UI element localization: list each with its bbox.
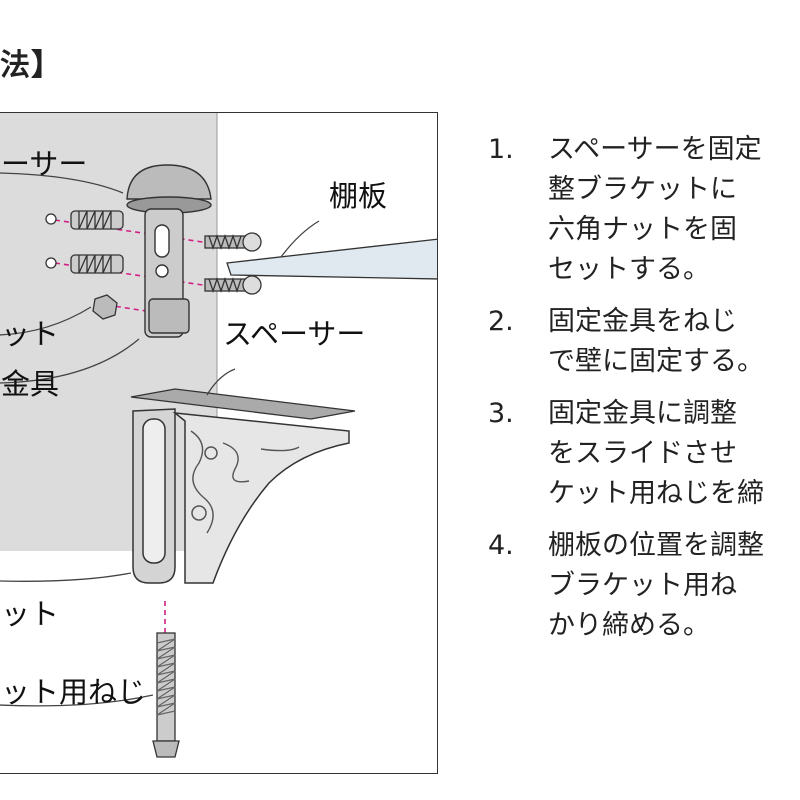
step-number: 2. [488, 306, 514, 337]
step-number: 1. [488, 134, 514, 165]
step-text: 棚板の位置を調整 [548, 530, 764, 561]
section-title: 法】 [0, 48, 62, 83]
fixing-bracket-icon [144, 208, 190, 338]
step-text: スペーサーを固定 [548, 134, 762, 165]
adjustable-bracket-icon [132, 408, 350, 584]
label-spacer: スペーサー [223, 317, 366, 351]
wall-plug-icon [45, 210, 124, 274]
step-text: 六角ナットを固 [548, 214, 737, 245]
label-spacer-top: ーサー [1, 147, 88, 181]
wall-screw-icon [204, 232, 262, 295]
step-text: かり締める。 [548, 610, 710, 641]
instruction-steps: 1. スペーサーを固定 整ブラケットに 六角ナットを固 セットする。 2. 固定金具… [478, 130, 800, 646]
bracket-screw-icon [152, 632, 180, 758]
hex-nut-icon [92, 294, 118, 320]
label-bracket: ット [1, 597, 60, 631]
label-hex-nut: ット [1, 317, 60, 351]
label-fixing-bracket: 金具 [1, 367, 60, 401]
leader-lines [0, 172, 320, 707]
step-text: 固定金具に調整 [548, 398, 737, 429]
diagram-drawing [0, 113, 437, 758]
step-2: 2. 固定金具をねじ で壁に固定する。 [478, 302, 800, 382]
step-number: 4. [488, 530, 514, 561]
label-bracket-screw: ット用ねじ [1, 675, 147, 709]
spacer-cap-icon [126, 164, 212, 214]
step-number: 3. [488, 398, 514, 429]
step-1: 1. スペーサーを固定 整ブラケットに 六角ナットを固 セットする。 [478, 130, 800, 290]
step-text: 固定金具をねじ [548, 306, 737, 337]
step-text: をスライドさせ [548, 438, 737, 469]
assembly-diagram: ーサー 棚板 スペーサー ット 金具 ット ット用ねじ [0, 112, 438, 774]
spacer-strip-icon [130, 388, 356, 420]
step-text: 整ブラケットに [548, 174, 737, 205]
step-text: ブラケット用ね [548, 570, 737, 601]
shelf-board-icon [226, 238, 437, 280]
step-text: ケット用ねじを締 [548, 478, 764, 509]
step-text: セットする。 [548, 254, 710, 285]
step-4: 4. 棚板の位置を調整 ブラケット用ね かり締める。 [478, 526, 800, 646]
step-text: で壁に固定する。 [548, 346, 764, 377]
step-3: 3. 固定金具に調整 をスライドさせ ケット用ねじを締 [478, 394, 800, 514]
label-shelf-board: 棚板 [329, 179, 388, 213]
